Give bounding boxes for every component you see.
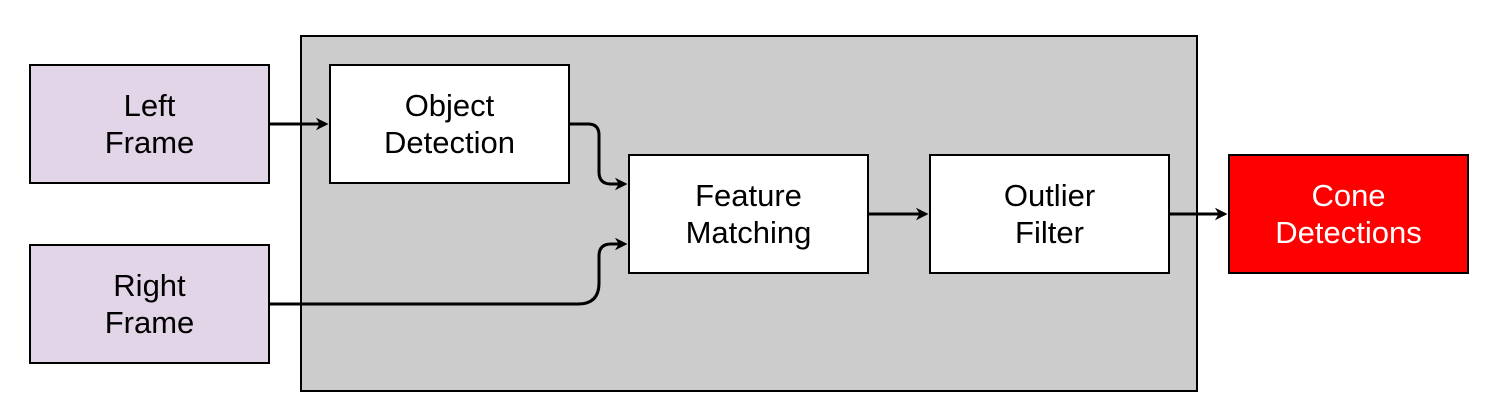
right-frame-label: Right Frame: [104, 267, 195, 340]
feature-matching-label: Feature Matching: [685, 177, 812, 250]
feature-matching-node: Feature Matching: [628, 154, 869, 274]
outlier-filter-label: Outlier Filter: [1003, 177, 1096, 250]
cone-detections-node: Cone Detections: [1228, 154, 1469, 274]
outlier-filter-node: Outlier Filter: [929, 154, 1170, 274]
cone-detections-label: Cone Detections: [1275, 177, 1422, 250]
left-frame-node: Left Frame: [29, 64, 270, 184]
right-frame-node: Right Frame: [29, 244, 270, 364]
left-frame-label: Left Frame: [104, 87, 195, 160]
object-detection-node: Object Detection: [329, 64, 570, 184]
object-detection-label: Object Detection: [384, 87, 515, 160]
